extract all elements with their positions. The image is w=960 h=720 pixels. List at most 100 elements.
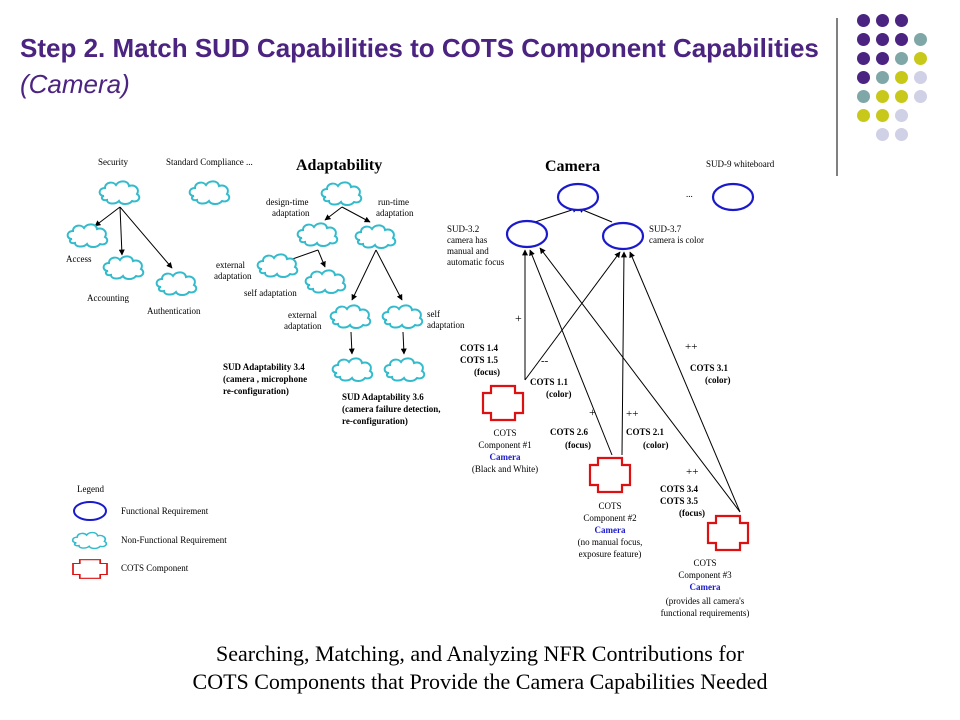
cots3-focus-label: (focus) bbox=[679, 508, 705, 518]
sud37-label-1: SUD-3.7 bbox=[649, 224, 682, 234]
self-b-label-1: self bbox=[427, 309, 440, 319]
title-main: Step 2. Match SUD Capabilities to COTS C… bbox=[20, 33, 819, 63]
component2-label-3: Camera bbox=[594, 525, 626, 535]
self-b-label-2: adaptation bbox=[427, 320, 465, 330]
component2-label-2: Component #2 bbox=[583, 513, 637, 523]
decorative-dot bbox=[857, 52, 870, 65]
accounting-label: Accounting bbox=[87, 293, 129, 303]
decorative-dot bbox=[895, 71, 908, 84]
run-time-label-2: adaptation bbox=[376, 208, 414, 218]
title-sub: (Camera) bbox=[20, 69, 130, 99]
sud32-label-3: manual and bbox=[447, 246, 489, 256]
decorative-dot bbox=[857, 33, 870, 46]
standard-compliance-label: Standard Compliance ... bbox=[166, 157, 253, 167]
nfr-clouds bbox=[66, 180, 426, 382]
cots21-label: COTS 2.1 bbox=[626, 427, 665, 437]
authentication-label: Authentication bbox=[147, 306, 201, 316]
decorative-dot bbox=[914, 52, 927, 65]
self-adaptation-label: self adaptation bbox=[244, 288, 297, 298]
cots15-label: COTS 1.5 bbox=[460, 355, 499, 365]
decorative-dot bbox=[895, 109, 908, 122]
decorative-dot bbox=[876, 33, 889, 46]
functional-ellipses bbox=[505, 182, 755, 251]
sud36-label-3: re-configuration) bbox=[342, 416, 408, 426]
contrib-plusplus-2: ++ bbox=[626, 408, 639, 420]
cots31-color-label: (color) bbox=[705, 375, 731, 385]
cots11-label: COTS 1.1 bbox=[530, 377, 569, 387]
sud32-label-4: automatic focus bbox=[447, 257, 505, 267]
cots35-label: COTS 3.5 bbox=[660, 496, 699, 506]
decorative-dot bbox=[914, 90, 927, 103]
design-time-label-2: adaptation bbox=[272, 208, 310, 218]
decorative-dot bbox=[895, 33, 908, 46]
external-label-2: adaptation bbox=[214, 271, 252, 281]
decorative-dot bbox=[876, 90, 889, 103]
component2-label-4: (no manual focus, bbox=[577, 537, 643, 547]
component1-label-2: Component #1 bbox=[478, 440, 532, 450]
legend-cots: COTS Component bbox=[121, 563, 189, 573]
component3-label-5: functional requirements) bbox=[660, 608, 750, 618]
decorative-dot bbox=[876, 52, 889, 65]
cots14-label: COTS 1.4 bbox=[460, 343, 499, 353]
component3-label-2: Component #3 bbox=[678, 570, 732, 580]
component2-label-1: COTS bbox=[598, 501, 622, 511]
decorative-dot bbox=[876, 109, 889, 122]
sud34-label-3: re-configuration) bbox=[223, 386, 289, 396]
component1-label-3: Camera bbox=[489, 452, 521, 462]
decorative-dot bbox=[857, 14, 870, 27]
camera-tree-edges bbox=[522, 206, 741, 513]
ellipsis-label: ... bbox=[686, 189, 693, 199]
decorative-dot bbox=[914, 33, 927, 46]
decorative-dot bbox=[876, 128, 889, 141]
cots31-label: COTS 3.1 bbox=[690, 363, 729, 373]
external-b-label-1: external bbox=[288, 310, 317, 320]
sud34-label-1: SUD Adaptability 3.4 bbox=[223, 362, 305, 372]
sud36-label-2: (camera failure detection, bbox=[342, 404, 441, 414]
slide-title: Step 2. Match SUD Capabilities to COTS C… bbox=[20, 30, 820, 102]
decorative-dot bbox=[895, 128, 908, 141]
component3-label-1: COTS bbox=[693, 558, 717, 568]
cots26-label: COTS 2.6 bbox=[550, 427, 589, 437]
legend-nonfunctional: Non-Functional Requirement bbox=[121, 535, 227, 545]
caption: Searching, Matching, and Analyzing NFR C… bbox=[100, 640, 860, 696]
caption-line-1: Searching, Matching, and Analyzing NFR C… bbox=[216, 641, 744, 666]
component1-label-4: (Black and White) bbox=[471, 464, 539, 474]
sud32-label-2: camera has bbox=[447, 235, 488, 245]
component3-label-4: (provides all camera's bbox=[665, 596, 745, 606]
legend-functional: Functional Requirement bbox=[121, 506, 209, 516]
contrib-plusplus-3: ++ bbox=[686, 466, 699, 478]
contrib-plus-1: + bbox=[515, 311, 522, 325]
cots1-focus-label: (focus) bbox=[474, 367, 500, 377]
decorative-dot bbox=[857, 71, 870, 84]
design-time-label-1: design-time bbox=[266, 197, 309, 207]
decorative-dot bbox=[914, 71, 927, 84]
decorative-dot bbox=[857, 109, 870, 122]
component3-label-3: Camera bbox=[689, 582, 721, 592]
contrib-plus-2: + bbox=[589, 405, 596, 419]
contrib-minus: -- bbox=[541, 355, 549, 367]
cots11-color-label: (color) bbox=[546, 389, 572, 399]
security-label: Security bbox=[98, 157, 128, 167]
external-label-1: external bbox=[216, 260, 245, 270]
run-time-label-1: run-time bbox=[378, 197, 409, 207]
access-label: Access bbox=[66, 254, 92, 264]
decorative-dot bbox=[895, 14, 908, 27]
legend-shapes bbox=[71, 501, 108, 580]
sud32-label-1: SUD-3.2 bbox=[447, 224, 480, 234]
decorative-dot bbox=[895, 52, 908, 65]
external-b-label-2: adaptation bbox=[284, 321, 322, 331]
divider-line bbox=[836, 18, 838, 176]
sud36-label-1: SUD Adaptability 3.6 bbox=[342, 392, 424, 402]
contrib-plusplus-1: ++ bbox=[685, 341, 698, 353]
sud34-label-2: (camera , microphone bbox=[223, 374, 308, 384]
sud9-label: SUD-9 whiteboard bbox=[706, 159, 775, 169]
component2-label-5: exposure feature) bbox=[578, 549, 642, 559]
adaptability-label: Adaptability bbox=[296, 157, 383, 174]
decorative-dot bbox=[895, 90, 908, 103]
cots34-label: COTS 3.4 bbox=[660, 484, 699, 494]
decorative-dot bbox=[857, 90, 870, 103]
sud37-label-2: camera is color bbox=[649, 235, 704, 245]
component1-label-1: COTS bbox=[493, 428, 517, 438]
cots26-focus-label: (focus) bbox=[565, 440, 591, 450]
